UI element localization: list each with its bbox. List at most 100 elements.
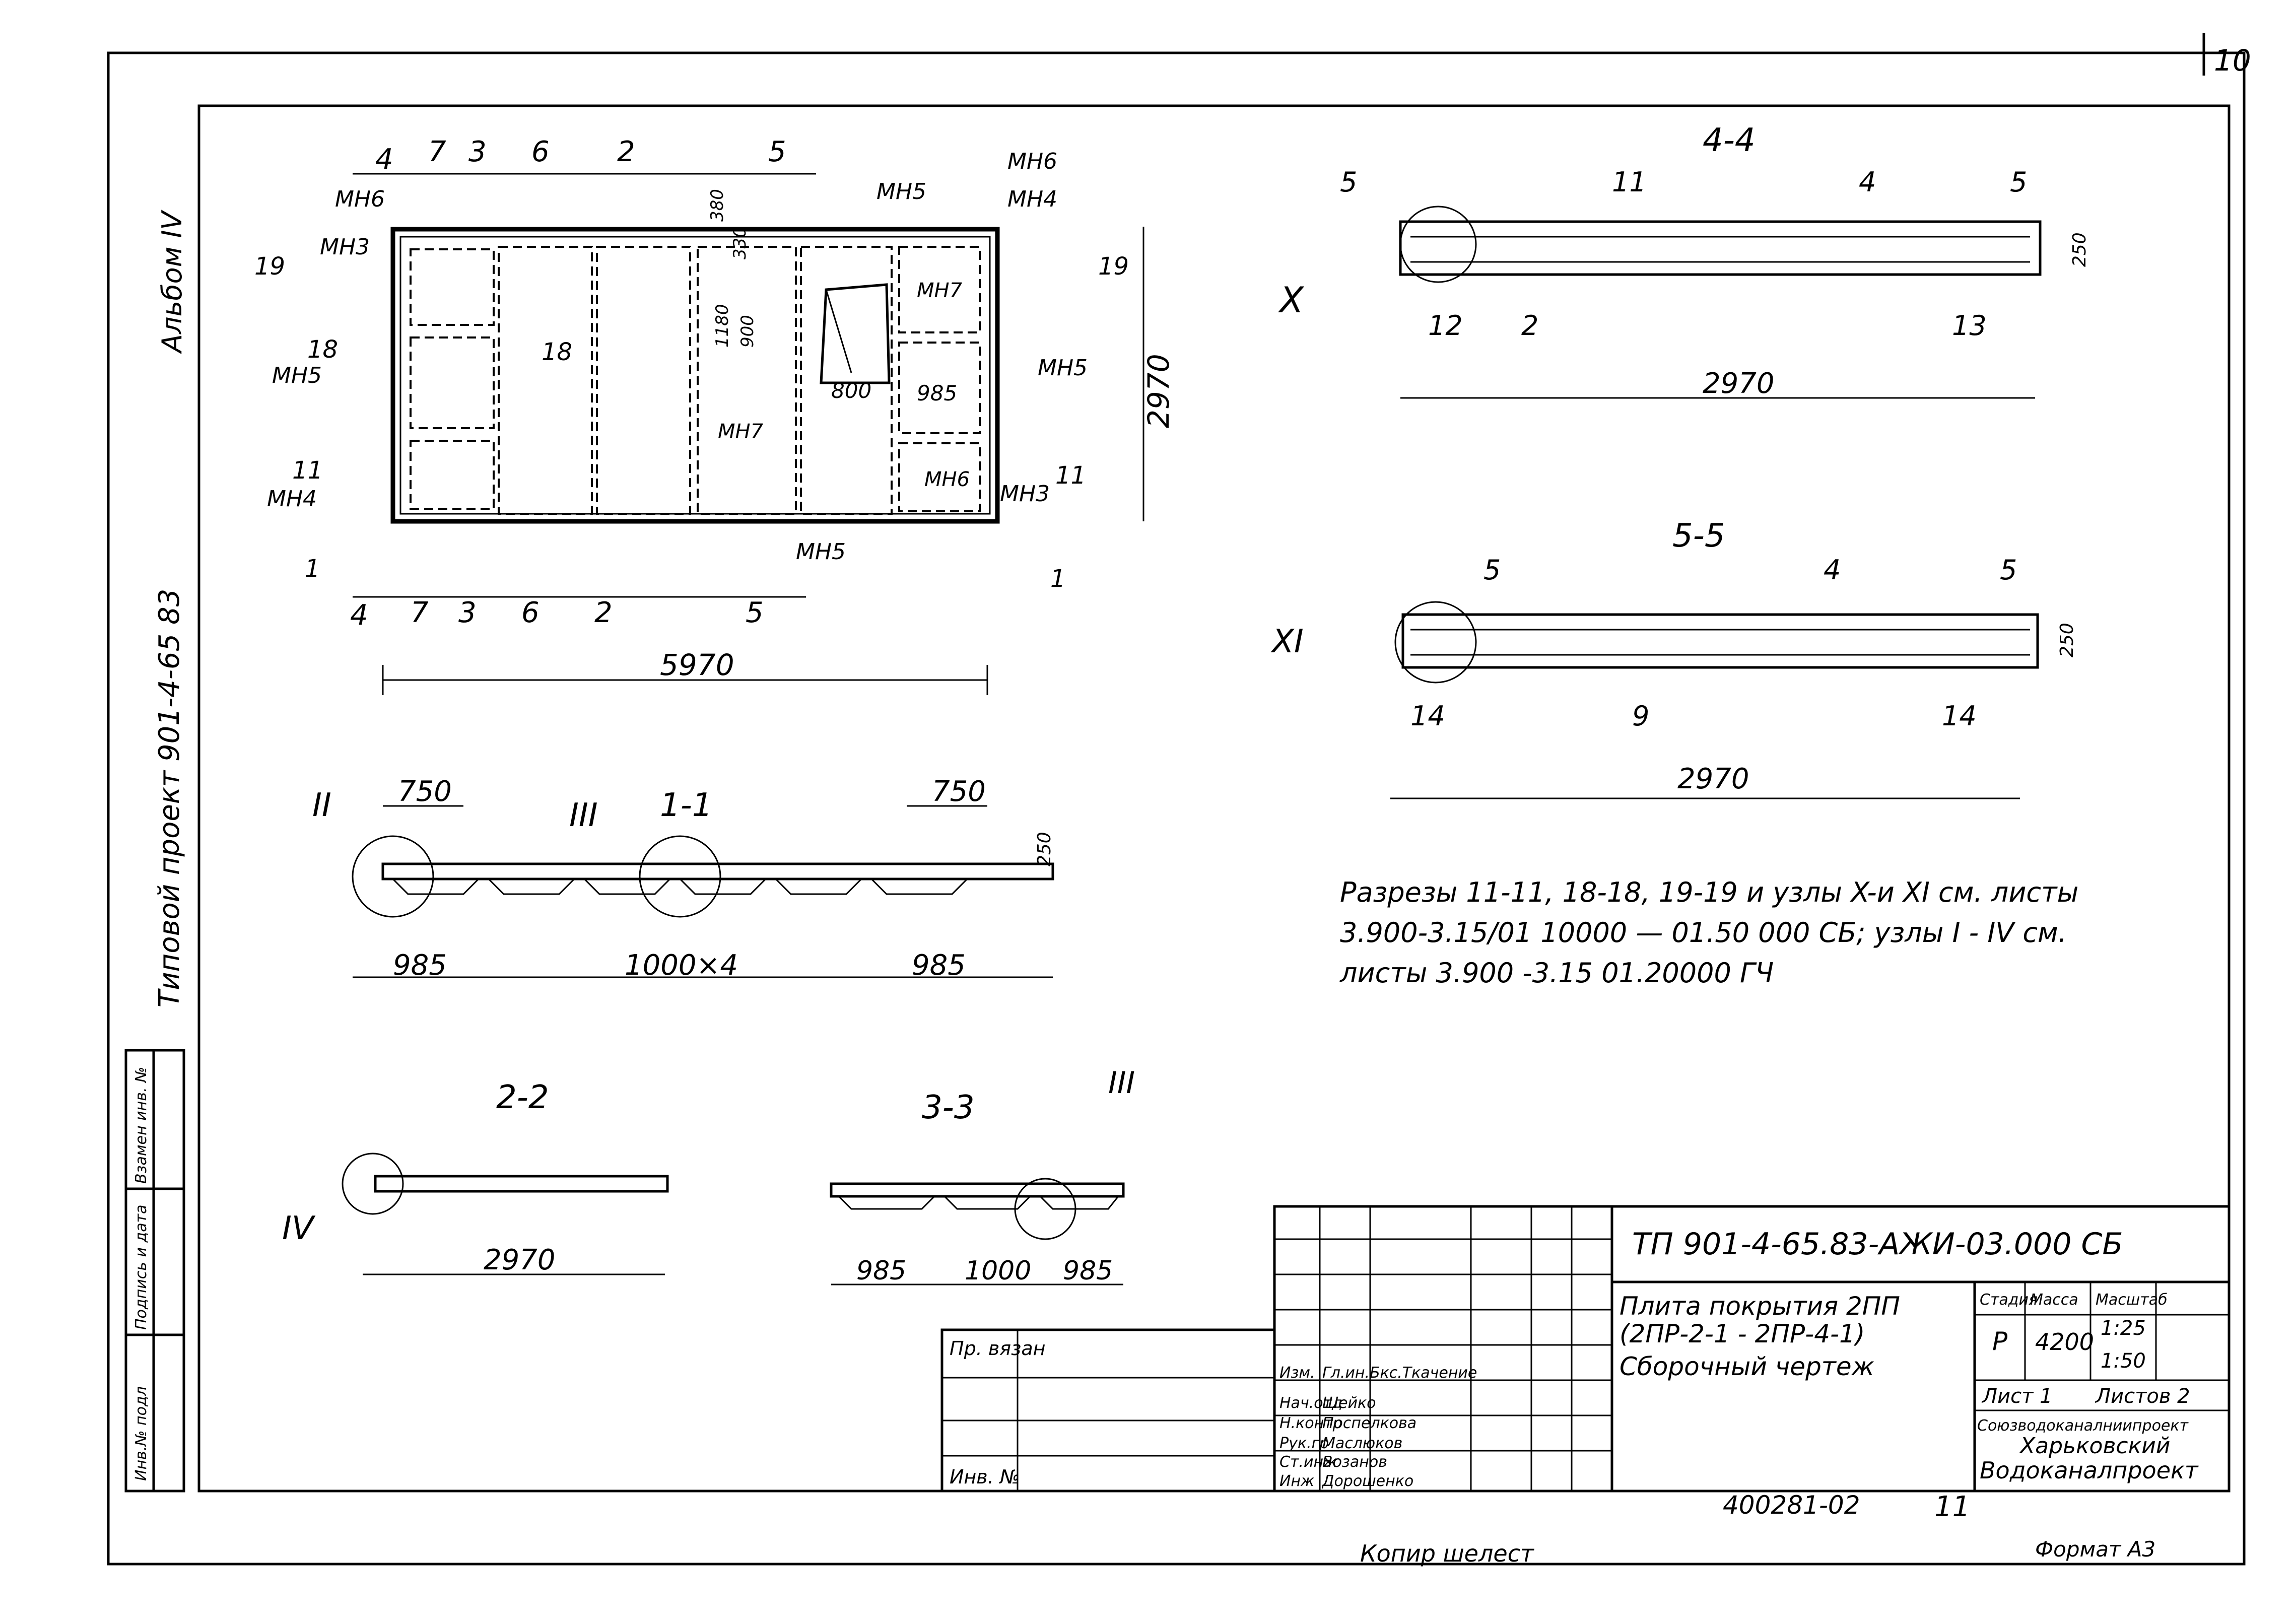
sheets-label: Листов 2	[2095, 1385, 2190, 1408]
plan-side-mark-8: 1	[1050, 565, 1066, 593]
plan-top-section-2: 7	[428, 136, 446, 168]
plan-opening-dim-2: 330	[730, 227, 750, 259]
s44-pos-bottom-2: 2	[1521, 310, 1538, 342]
section-3-3-node: III	[1108, 1065, 1135, 1101]
section-5-5-height: 250	[2057, 623, 2077, 657]
plan-mark-7: МН4	[267, 486, 317, 512]
section-4-4-dim: 2970	[1703, 367, 1775, 400]
plan-mark-8: МН7	[917, 279, 963, 302]
org-line-2: Харьковский	[2019, 1433, 2170, 1459]
s11-dim-bottom-3: 985	[912, 949, 966, 982]
inv-label: Инв. №	[950, 1466, 1020, 1488]
plan-opening-dim-3: 1180	[712, 304, 732, 348]
plan-bottom-section-3: 3	[458, 596, 477, 629]
plan-view: 5970 2970 4 7 3 6 2 5 4 7 3 6 2 5 МН6 МН…	[254, 136, 1176, 695]
page-number: 10	[2214, 43, 2251, 78]
plan-top-section-3: 3	[468, 136, 487, 168]
s55-pos-top-1: 5	[1483, 554, 1501, 586]
section-1-1: 1-1 750 750 985 1000×4 985 250 II III	[312, 775, 1055, 982]
plan-mark-6: МН5	[272, 363, 322, 388]
scale-value-2: 1:50	[2101, 1349, 2146, 1373]
staff-3-role: Н.контр	[1279, 1414, 1342, 1432]
plan-side-mark-1: 19	[254, 252, 285, 281]
outer-frame	[107, 51, 2246, 1566]
scale-header: Масштаб	[2096, 1291, 2168, 1309]
inventory-number: 400281-02	[1723, 1491, 1860, 1520]
plan-width-dim: 2970	[1141, 354, 1176, 428]
stage-value: Р	[1992, 1327, 2008, 1356]
plan-side-mark-2: 18	[307, 335, 338, 364]
section-2-2-dim: 2970	[484, 1244, 556, 1276]
plan-mark-1: МН6	[335, 186, 385, 212]
s55-pos-top-2: 4	[1824, 554, 1841, 586]
plan-bottom-section-5: 2	[594, 596, 613, 629]
left-strip-sign: Подпись и дата	[132, 1205, 150, 1330]
plan-mark-5: МН3	[320, 234, 370, 260]
plan-length-dim: 5970	[660, 648, 734, 682]
left-strip-replaced: Взамен инв. №	[132, 1067, 150, 1184]
format-label: Формат А3	[2035, 1537, 2155, 1562]
section-3-3: 3-3 985 1000 985 III	[830, 1065, 1135, 1286]
plan-bottom-section-2: 7	[411, 596, 429, 629]
staff-2-name: Шейко	[1322, 1394, 1376, 1412]
staff-1-name: Гл.ин.Бкс.Ткачение	[1322, 1364, 1477, 1382]
plan-bottom-section-6: 5	[746, 596, 764, 629]
s44-pos-top-2: 11	[1612, 166, 1647, 198]
s11-height: 250	[1034, 832, 1055, 866]
plan-mark-9: МН7	[718, 420, 764, 443]
s44-pos-top-4: 5	[2010, 166, 2027, 198]
plan-side-mark-7: 11	[1055, 461, 1086, 490]
plan-bottom-section-4: 6	[521, 596, 539, 629]
staff-6-name: Дорошенко	[1321, 1472, 1413, 1490]
project-label: Типовой проект 901-4-65 83	[153, 589, 186, 1007]
note-line-2: 3.900-3.15/01 10000 — 01.50 000 СБ; узлы…	[1340, 917, 2067, 949]
s11-dim-bottom-1: 985	[393, 949, 447, 982]
note-block: Разрезы 11-11, 18-18, 19-19 и узлы X-и X…	[1339, 876, 2078, 989]
sheet-label: Лист 1	[1981, 1385, 2053, 1408]
section-4-4: 4-4 2970 250 X 5 11 4 5 12 2 13	[1277, 122, 2090, 400]
section-5-5: 5-5 2970 250 XI 5 4 5 14 9 14	[1270, 517, 2077, 799]
plan-mark-11: МН3	[1000, 481, 1050, 507]
left-approval-strip: Взамен инв. № Подпись и дата Инв.№ подл	[124, 1049, 185, 1493]
mass-value: 4200	[2035, 1328, 2094, 1356]
drawing-name-1: Плита покрытия 2ПП	[1620, 1292, 1900, 1321]
stage-header: Стадия	[1980, 1291, 2038, 1309]
s11-node-1: II	[312, 787, 331, 824]
note-line-3: листы 3.900 -3.15 01.20000 ГЧ	[1339, 957, 1774, 989]
section-2-2-title: 2-2	[496, 1079, 549, 1116]
section-4-4-height: 250	[2069, 232, 2090, 267]
staff-4-name: Маслюков	[1322, 1435, 1402, 1452]
staff-3-name: Поспелкова	[1322, 1414, 1416, 1432]
title-block: Пр. вязан Инв. № Изм. Гл.ин.Бкс.Ткачение…	[940, 1205, 2231, 1493]
plan-opening-dim-6: 985	[917, 381, 957, 405]
section-4-4-node: X	[1277, 280, 1305, 321]
plan-top-section-1: 4	[375, 143, 393, 176]
plan-opening-dim-4: 900	[737, 315, 758, 348]
section-5-5-node: XI	[1270, 623, 1304, 660]
s55-pos-bottom-3: 14	[1942, 700, 1977, 732]
s44-pos-bottom-3: 13	[1952, 310, 1987, 342]
s44-pos-top-3: 4	[1859, 166, 1876, 198]
plan-mark-13: МН5	[796, 539, 846, 565]
plan-side-mark-4: 1	[305, 555, 320, 583]
plan-side-mark-5: 19	[1098, 252, 1129, 281]
mass-header: Масса	[2030, 1291, 2078, 1309]
staff-1-role: Изм.	[1279, 1364, 1315, 1382]
s33-dim-1: 985	[856, 1256, 906, 1286]
plan-mark-4: МН4	[1007, 186, 1057, 212]
section-5-5-title: 5-5	[1672, 517, 1725, 555]
album-label: Альбом IV	[156, 210, 188, 354]
plan-mark-3: МН6	[1007, 149, 1057, 174]
drawing-code: ТП 901-4-65.83-АЖИ-03.000 СБ	[1632, 1227, 2123, 1262]
copied-by: Копир шелест	[1360, 1540, 1534, 1567]
org-line-1: Союзводоканалниипроект	[1977, 1417, 2189, 1435]
staff-4-role: Рук.гр	[1279, 1435, 1329, 1452]
s44-pos-bottom-1: 12	[1428, 310, 1463, 342]
s33-dim-3: 985	[1063, 1256, 1113, 1286]
s11-dim-top-2: 750	[932, 775, 986, 808]
staff-5-role: Ст.инж	[1279, 1453, 1337, 1471]
section-4-4-title: 4-4	[1703, 122, 1756, 159]
drawing-name-3: Сборочный чертеж	[1620, 1352, 1874, 1381]
s55-pos-bottom-1: 14	[1410, 700, 1445, 732]
staff-5-name: Возанов	[1322, 1453, 1387, 1471]
